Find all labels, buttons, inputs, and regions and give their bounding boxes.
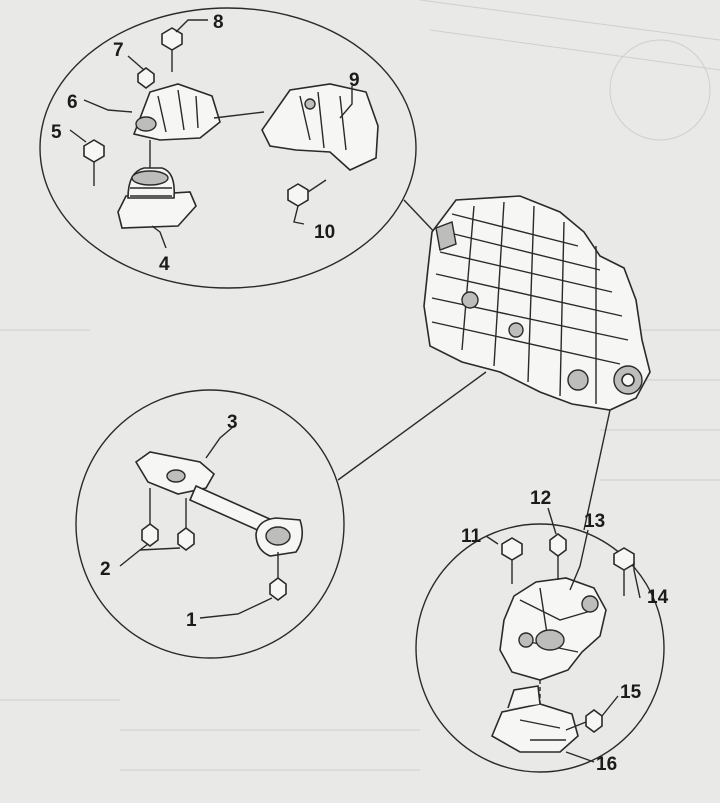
callout-11: 11	[461, 526, 482, 547]
bolt-10	[287, 179, 327, 207]
bolt-8	[161, 27, 183, 72]
upper-mount-detail	[39, 7, 441, 289]
callout-16: 16	[596, 754, 617, 775]
bolt-11	[501, 537, 523, 584]
callout-7: 7	[113, 40, 124, 61]
bolt-5	[83, 139, 105, 186]
rear-mount-detail	[75, 371, 487, 659]
engine-block	[423, 195, 651, 411]
callout-12: 12	[530, 488, 551, 509]
callout-1: 1	[186, 610, 197, 631]
callout-14: 14	[647, 587, 669, 608]
callout-6: 6	[67, 92, 78, 113]
bolt-14	[613, 547, 635, 596]
callout-15: 15	[620, 682, 642, 703]
bolt-12	[549, 533, 567, 580]
lower-bracket-part	[490, 680, 579, 753]
callout-8: 8	[213, 12, 224, 33]
bolt-1	[269, 552, 287, 601]
rubber-mount-part	[117, 140, 197, 229]
callout-2: 2	[100, 559, 111, 580]
gearbox-mount-part	[499, 577, 607, 681]
mount-bracket-part	[132, 83, 221, 141]
callout-9: 9	[349, 70, 360, 91]
torque-rod-part	[134, 451, 304, 557]
callout-5: 5	[51, 122, 62, 143]
background-texture	[0, 0, 720, 771]
callout-4: 4	[159, 254, 170, 275]
callout-labels: 8 7 6 9 5 10 4 3 2 1 11 12 13 14 15 16	[51, 12, 669, 775]
callout-10: 10	[314, 222, 335, 243]
bolt-2b	[177, 498, 195, 551]
gearbox-mount-detail	[415, 409, 665, 773]
callout-3: 3	[227, 412, 238, 433]
nut-7	[137, 67, 155, 89]
callout-13: 13	[584, 511, 605, 532]
engine-bracket-part	[261, 83, 379, 171]
bolt-2a	[141, 488, 159, 547]
bolt-15	[565, 709, 603, 733]
